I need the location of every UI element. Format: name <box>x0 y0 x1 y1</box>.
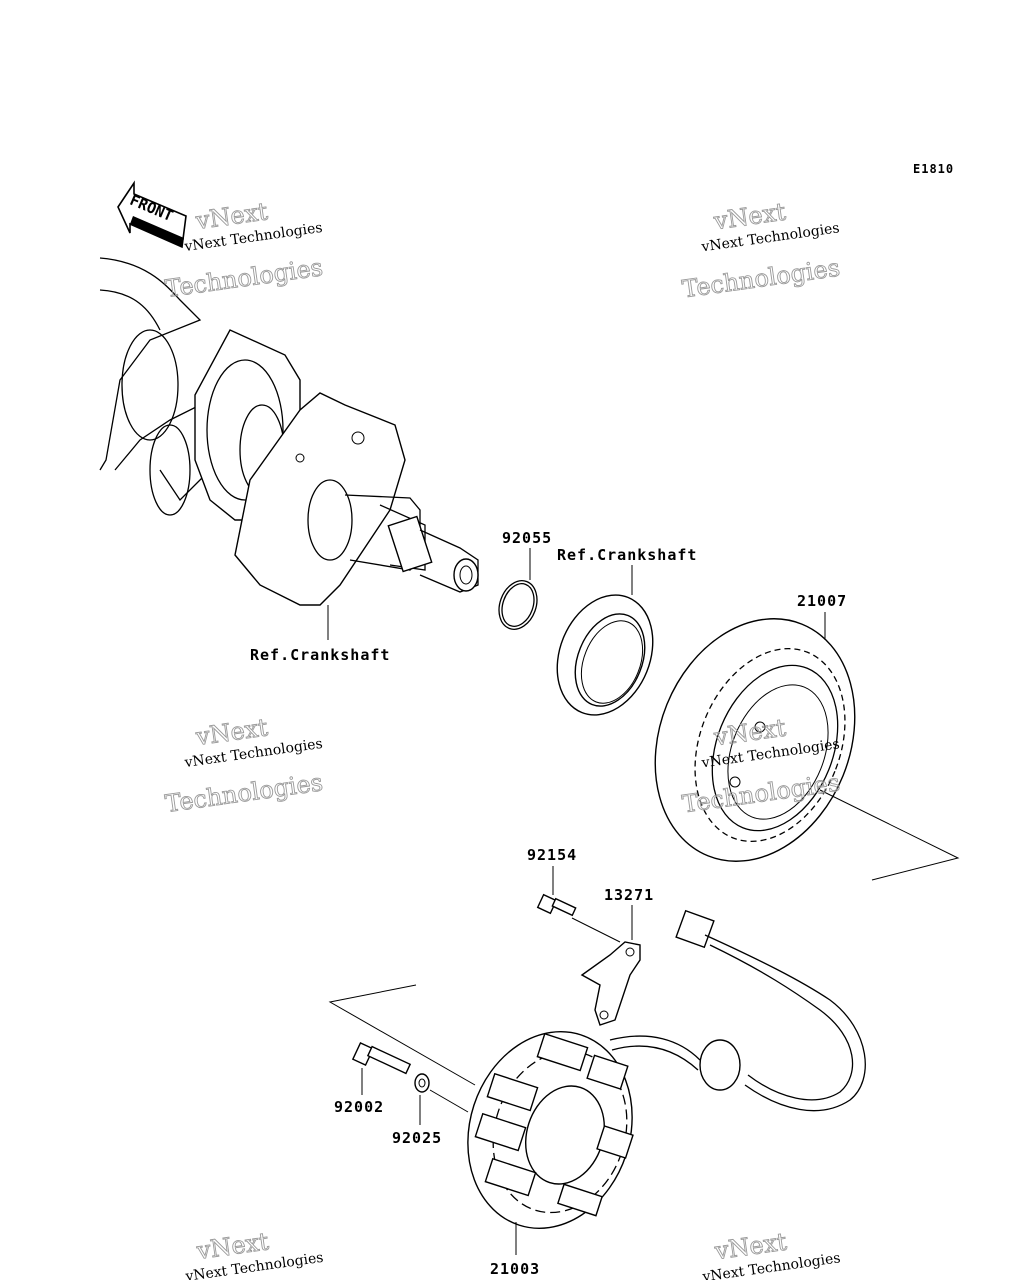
label-92055: 92055 <box>502 529 552 547</box>
svg-text:Technologies: Technologies <box>163 768 324 818</box>
watermark-mid-left: vNext vNext Technologies Technologies <box>163 713 325 819</box>
bolt-92002 <box>351 1041 412 1095</box>
label-92025: 92025 <box>392 1129 442 1147</box>
flywheel-rotor-21007 <box>654 612 960 881</box>
label-21007: 21007 <box>797 592 847 610</box>
o-ring-92055 <box>498 548 538 630</box>
crankshaft-drawing <box>99 257 479 640</box>
front-arrow-icon: FRONT <box>117 180 187 249</box>
watermark-top-right: vNext vNext Technologies Technologies <box>680 197 842 304</box>
label-13271: 13271 <box>604 886 654 904</box>
svg-text:Technologies: Technologies <box>163 253 324 303</box>
wire-harness <box>609 909 866 1112</box>
watermark-bottom-left: vNext vNext Technologies <box>184 1227 325 1280</box>
watermark-bottom-right: vNext vNext Technologies <box>701 1227 842 1280</box>
bolt-92154 <box>536 866 621 943</box>
label-92002: 92002 <box>334 1098 384 1116</box>
stator-21003 <box>467 1031 634 1255</box>
label-ref-crankshaft-right: Ref.Crankshaft <box>557 546 697 564</box>
label-ref-crankshaft-left: Ref.Crankshaft <box>250 646 390 664</box>
plate-13271 <box>580 905 641 1026</box>
oil-seal <box>556 565 654 716</box>
label-21003: 21003 <box>490 1260 540 1278</box>
washer-92025 <box>414 1073 430 1125</box>
label-92154: 92154 <box>527 846 577 864</box>
stator-guide-lines <box>328 984 476 1113</box>
svg-text:Technologies: Technologies <box>680 254 841 304</box>
diagram-code: E1810 <box>913 162 954 176</box>
